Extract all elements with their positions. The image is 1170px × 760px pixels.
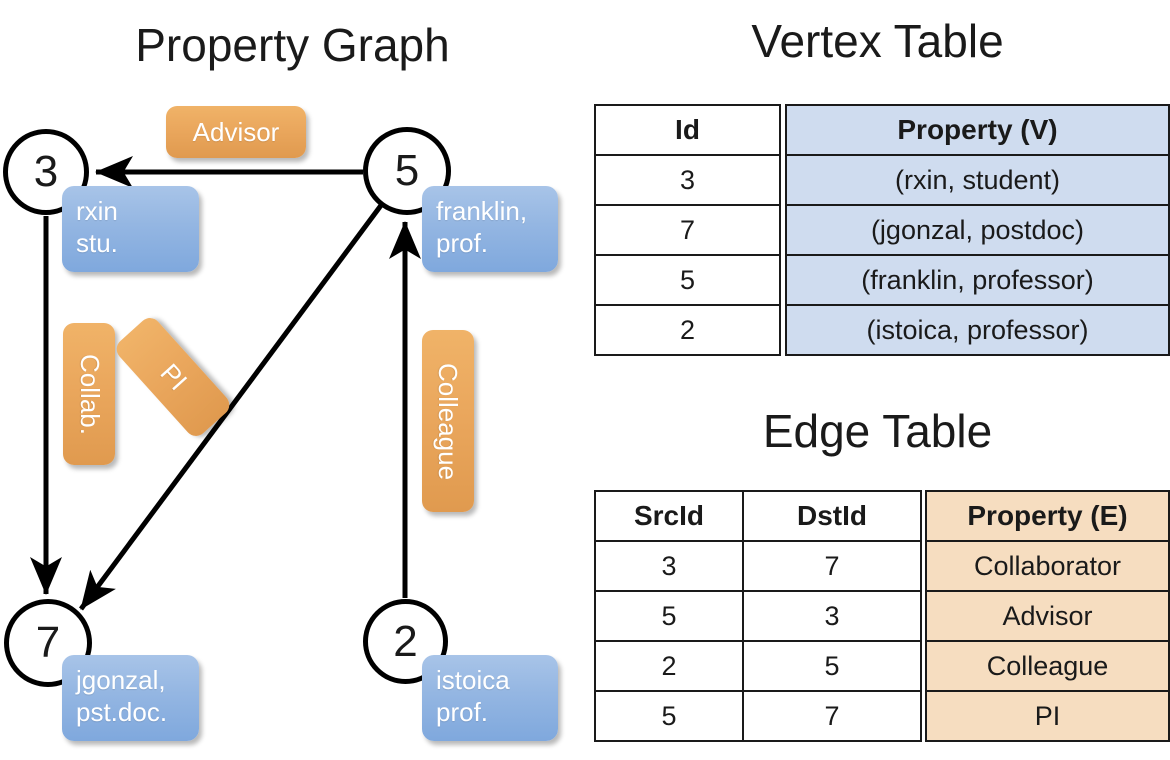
edge-cell-srcid: 2	[594, 640, 744, 692]
edge-cell-property: Collaborator	[925, 540, 1170, 592]
vertex-cell-property: (rxin, student)	[785, 154, 1170, 206]
edge-cell-dstid: 7	[742, 540, 922, 592]
graph-node-5-label: 5	[394, 146, 420, 195]
property-graph-diagram: 3 5 7 2 rxin stu. franklin, prof. jgonza…	[3, 106, 558, 741]
graph-node-5[interactable]: 5	[363, 127, 451, 215]
edge-label-pi-text: PI	[153, 357, 193, 396]
edge-label-colleague-text: Colleague	[433, 362, 464, 480]
node-property-box-2: istoica prof.	[422, 655, 558, 741]
node-property-line-2: pst.doc.	[76, 696, 168, 727]
vertex-cell-property: (istoica, professor)	[785, 304, 1170, 356]
edge-table: SrcId DstId Property (E) 3 7 Collaborato…	[594, 490, 1170, 742]
vertex-table: Id Property (V) 3 (rxin, student) 7 (jgo…	[594, 104, 1170, 356]
table-row: 5 7 PI	[594, 690, 1170, 742]
edge-label-advisor-text: Advisor	[192, 116, 280, 147]
node-property-line-1: istoica	[436, 665, 510, 695]
table-row: 5 3 Advisor	[594, 590, 1170, 642]
node-property-line-1: jgonzal,	[76, 665, 166, 695]
edge-5-to-7	[78, 202, 385, 611]
edge-cell-srcid: 5	[594, 590, 744, 642]
edge-cell-srcid: 3	[594, 540, 744, 592]
edge-table-header-property: Property (E)	[925, 490, 1170, 542]
node-property-line-2: stu.	[76, 227, 118, 258]
vertex-cell-id: 7	[594, 204, 781, 256]
node-property-line-1: franklin,	[436, 196, 528, 226]
edge-cell-dstid: 7	[742, 690, 922, 742]
edge-label-collab: Collab.	[63, 323, 115, 465]
page-title-property-graph: Property Graph	[135, 19, 450, 71]
vertex-table-header-property: Property (V)	[785, 104, 1170, 156]
node-property-line-2: prof.	[436, 227, 489, 258]
edge-cell-srcid: 5	[594, 690, 744, 742]
vertex-cell-property: (jgonzal, postdoc)	[785, 204, 1170, 256]
table-row: 7 (jgonzal, postdoc)	[594, 204, 1170, 256]
edge-table-header-dstid: DstId	[742, 490, 922, 542]
page-title-edge-table: Edge Table	[762, 405, 993, 457]
node-property-line-2: prof.	[436, 696, 489, 727]
table-row: 2 5 Colleague	[594, 640, 1170, 692]
table-row: 2 (istoica, professor)	[594, 304, 1170, 356]
vertex-cell-property: (franklin, professor)	[785, 254, 1170, 306]
edge-table-header-srcid: SrcId	[594, 490, 744, 542]
table-row: 3 7 Collaborator	[594, 540, 1170, 592]
vertex-cell-id: 5	[594, 254, 781, 306]
edge-label-colleague: Colleague	[422, 330, 474, 512]
graph-node-7-label: 7	[35, 618, 61, 667]
vertex-cell-id: 3	[594, 154, 781, 206]
edge-cell-dstid: 5	[742, 640, 922, 692]
graph-node-2[interactable]: 2	[363, 599, 448, 684]
edge-cell-property: PI	[925, 690, 1170, 742]
node-property-box-7: jgonzal, pst.doc.	[62, 655, 199, 741]
table-header-row: SrcId DstId Property (E)	[594, 490, 1170, 542]
page-title-vertex-table: Vertex Table	[751, 15, 1004, 67]
edge-cell-property: Colleague	[925, 640, 1170, 692]
node-property-box-5: franklin, prof.	[422, 186, 558, 272]
node-property-box-3: rxin stu.	[62, 186, 199, 272]
table-header-row: Id Property (V)	[594, 104, 1170, 156]
edge-label-advisor: Advisor	[166, 106, 306, 158]
graph-edges-layer	[30, 156, 421, 611]
edge-cell-property: Advisor	[925, 590, 1170, 642]
table-row: 5 (franklin, professor)	[594, 254, 1170, 306]
node-property-line-1: rxin	[76, 196, 118, 226]
graph-node-3-label: 3	[33, 147, 59, 196]
table-row: 3 (rxin, student)	[594, 154, 1170, 206]
edge-cell-dstid: 3	[742, 590, 922, 642]
vertex-table-header-id: Id	[594, 104, 781, 156]
edge-label-collab-text: Collab.	[74, 353, 105, 435]
vertex-cell-id: 2	[594, 304, 781, 356]
graph-node-2-label: 2	[393, 616, 418, 666]
